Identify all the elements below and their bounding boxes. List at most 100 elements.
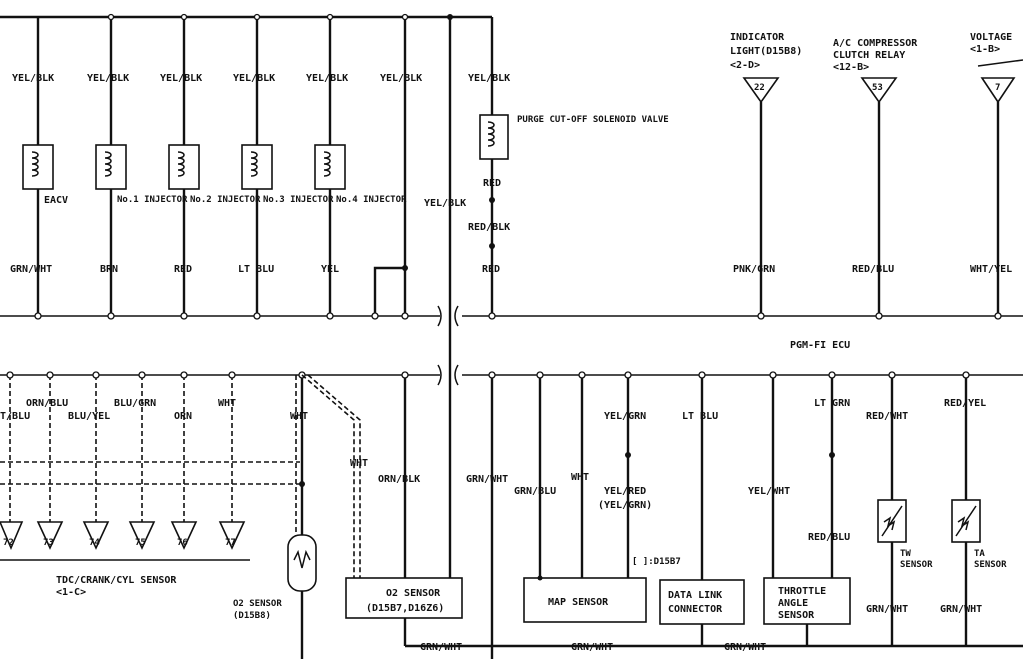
dlc-label-b: CONNECTOR — [668, 604, 723, 615]
tdc-label: TDC/CRANK/CYL SENSOR — [56, 575, 177, 586]
pin-72: 72 — [3, 538, 14, 548]
indicator-title-2: LIGHT(D15B8) — [730, 46, 802, 57]
top-section: YEL/BLK EACV GRN/WHT YEL/BLK No.1 INJECT… — [0, 13, 1023, 590]
o2-box-variant: (D15B7,D16Z6) — [366, 603, 444, 614]
eacv-circuit: YEL/BLK EACV GRN/WHT — [10, 17, 68, 320]
bluyel-label: BLU/YEL — [68, 411, 110, 422]
pin-75: 75 — [135, 538, 146, 548]
tdc-pin-row: 72 73 74 75 76 77 — [0, 521, 246, 551]
ground-bus: GRN/WHT GRN/WHT GRN/WHT GRN/WHT — [405, 371, 1023, 659]
o2-sensor-box-circuit: WHT ORN/BLK O2 SENSOR (D15B7,D16Z6) — [301, 371, 463, 646]
ac-relay-wire-label: RED/BLU — [852, 264, 894, 275]
tdc-ref: <1-C> — [56, 587, 86, 598]
tps-label-c: SENSOR — [778, 610, 815, 621]
tps-ltgrn-label: LT GRN — [814, 398, 850, 409]
injector-1-top-label: YEL/BLK — [87, 73, 129, 84]
injector-2-top-label: YEL/BLK — [160, 73, 202, 84]
d15b7-note: [ ]:D15B7 — [632, 557, 681, 567]
yelblk-top-label: YEL/BLK — [380, 73, 422, 84]
ac-relay-pin: 53 — [872, 83, 883, 93]
tw-redwht-label: RED/WHT — [866, 411, 908, 422]
ta-label-a: TA — [974, 549, 985, 559]
map-yelred-label: YEL/RED — [604, 486, 646, 497]
map-grnblu-label: GRN/BLU — [514, 486, 556, 497]
injector-4-circuit: YEL/BLK No.4 INJECTOR YEL — [306, 13, 407, 320]
ac-relay-ref: <12-B> — [833, 62, 869, 73]
tps-yelwht-label: YEL/WHT — [748, 486, 790, 497]
map-wht-label: WHT — [571, 472, 589, 483]
ecu-break-mark — [437, 305, 442, 327]
voltage-bracket — [977, 59, 1023, 67]
connector-pin-icon — [170, 521, 198, 550]
thermistor-icon — [881, 505, 903, 537]
o2-box-label: O2 SENSOR — [386, 588, 441, 599]
tblu-label: T/BLU — [0, 411, 30, 422]
tps-label-a: THROTTLE — [778, 586, 826, 597]
connector-pin-icon — [860, 77, 898, 104]
thermistor-icon — [955, 505, 977, 537]
dlc-ltblu-label: LT BLU — [682, 411, 718, 422]
purge-bottom-label: RED — [482, 264, 500, 275]
indicator-pin: 22 — [754, 83, 765, 93]
ecu-break-mark-2 — [454, 305, 459, 327]
o2-sensor-box — [345, 577, 463, 619]
bottom-section: T/BLU ORN/BLU BLU/YEL BLU/GRN ORN WHT — [0, 364, 1023, 659]
injector-3-top-label: YEL/BLK — [233, 73, 275, 84]
o2-sensor-left-element — [287, 534, 317, 592]
ground-label-2: GRN/WHT — [571, 642, 613, 653]
map-yelgrn-alt-label: (YEL/GRN) — [598, 500, 652, 511]
yelblk-mid-label: YEL/BLK — [424, 198, 466, 209]
injector-3-circuit: YEL/BLK No.3 INJECTOR LT BLU — [233, 13, 334, 320]
connector-pin-icon — [218, 521, 246, 550]
voltage-ref: <1-B> — [970, 44, 1000, 55]
coil-icon — [31, 151, 39, 177]
ta-grnwht-label: GRN/WHT — [940, 604, 982, 615]
connector-pin-icon — [82, 521, 110, 550]
injector-1-circuit: YEL/BLK No.1 INJECTOR BRN — [87, 13, 188, 320]
injector-3-bottom-label: LT BLU — [238, 264, 274, 275]
indicator-title: INDICATOR — [730, 32, 785, 43]
tps-label-b: ANGLE — [778, 598, 808, 609]
ground-label-3: GRN/WHT — [724, 642, 766, 653]
injector-2-circuit: YEL/BLK No.2 INJECTOR RED — [160, 13, 261, 320]
map-box-label: MAP SENSOR — [548, 597, 609, 608]
pin-77: 77 — [225, 538, 236, 548]
pin-73: 73 — [43, 538, 54, 548]
ac-relay-title-2: CLUTCH RELAY — [833, 50, 905, 61]
tw-sensor-circuit: RED/WHT TW SENSOR GRN/WHT — [866, 371, 933, 646]
pin-76: 76 — [177, 538, 188, 548]
connector-pin-icon — [742, 77, 780, 104]
resistor-icon — [293, 549, 311, 569]
o2-box-wht-label: WHT — [350, 458, 368, 469]
tdc-sensor-group: T/BLU ORN/BLU BLU/YEL BLU/GRN ORN WHT — [0, 371, 300, 598]
pin-74: 74 — [89, 538, 100, 548]
ground-grnwht-label: GRN/WHT — [466, 474, 508, 485]
ornblu-label: ORN/BLU — [26, 398, 68, 409]
purge-label: PURGE CUT-OFF SOLENOID VALVE — [517, 115, 669, 125]
ecu-label: PGM-FI ECU — [790, 340, 850, 351]
tw-label-b: SENSOR — [900, 560, 933, 570]
connector-pin-icon — [128, 521, 156, 550]
indicator-ref: <2-D> — [730, 60, 760, 71]
eacv-top-wire-label: YEL/BLK — [12, 73, 54, 84]
dlc-label-a: DATA LINK — [668, 590, 722, 601]
coil-icon — [323, 151, 331, 177]
indicator-wire-label: PNK/GRN — [733, 264, 775, 275]
map-sensor-circuit: GRN/BLU WHT YEL/GRN YEL/RED (YEL/GRN) [ … — [514, 371, 681, 623]
injector-1-bottom-label: BRN — [100, 264, 118, 275]
purge-solenoid-circuit: YEL/BLK PURGE CUT-OFF SOLENOID VALVE RED… — [468, 60, 669, 320]
ac-relay-title: A/C COMPRESSOR — [833, 38, 918, 49]
tw-label-a: TW — [900, 549, 911, 559]
voltage-title: VOLTAGE — [970, 32, 1012, 43]
indicator-light-circuit: INDICATOR LIGHT(D15B8) <2-D> 22 PNK/GRN — [730, 32, 802, 320]
o2-left-wht-label: WHT — [290, 411, 308, 422]
o2-box-ornblk-label: ORN/BLK — [378, 474, 420, 485]
purge-top-label: YEL/BLK — [468, 73, 510, 84]
voltage-circuit: VOLTAGE <1-B> 7 WHT/YEL — [970, 32, 1023, 320]
connector-pin-icon — [36, 521, 64, 550]
voltage-wire-label: WHT/YEL — [970, 264, 1012, 275]
ta-sensor-circuit: RED/YEL TA SENSOR GRN/WHT — [940, 371, 1007, 646]
eacv-label: EACV — [44, 195, 68, 206]
orn-label: ORN — [174, 411, 192, 422]
coil-icon — [104, 151, 112, 177]
